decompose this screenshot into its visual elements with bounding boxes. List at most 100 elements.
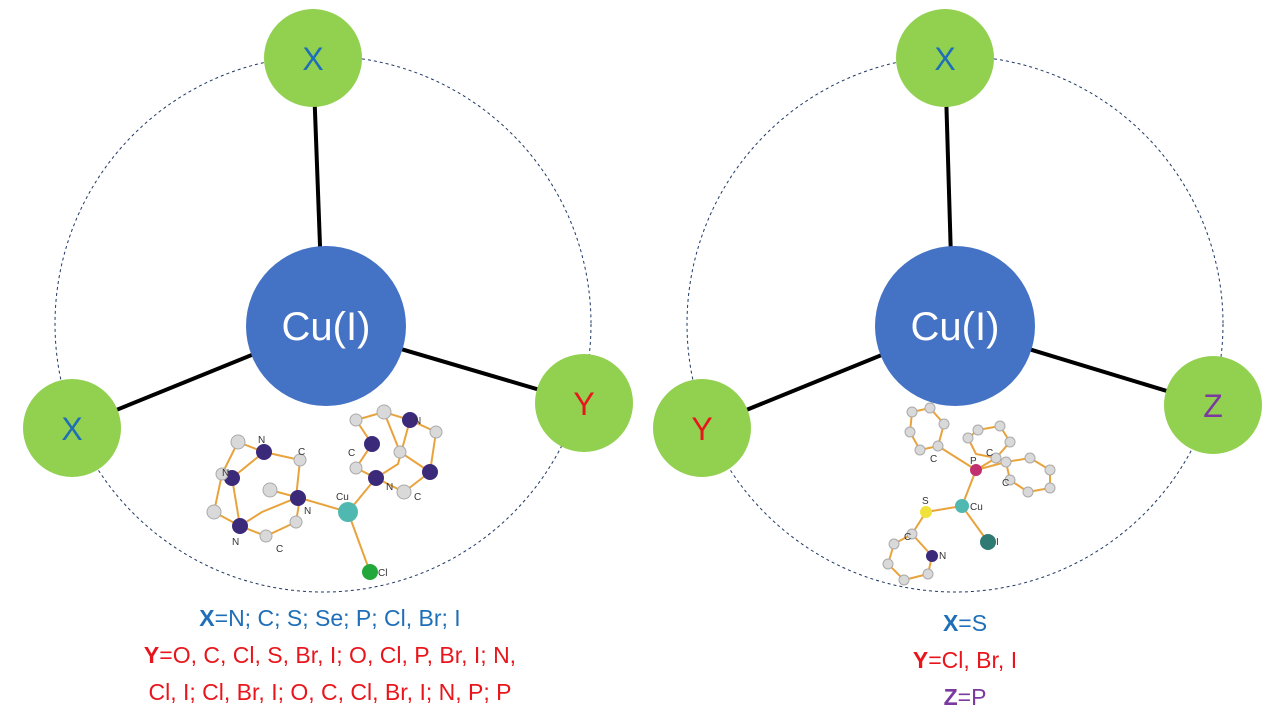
left-ligand-left [23,379,121,477]
right-atom-cu [955,499,969,513]
left-atom-c [293,453,307,467]
right-mol-label-c: C [904,532,911,543]
right-atom-c [906,528,918,540]
left-atom-c [262,482,278,498]
left-caption-x-key: X [199,605,215,631]
left-caption-y-key: Y [143,642,160,668]
left-atom-c [289,515,303,529]
right-center-atom [875,246,1035,406]
right-caption-y-value: =Cl, Br, I [928,647,1018,673]
right-atom-c [924,402,936,414]
left-caption-y-value-1: =O, C, Cl, S, Br, I; O, Cl, P, Br, I; N, [159,642,517,668]
right-caption-y-line: Y=Cl, Br, I [815,642,1115,679]
left-ligand-left-label: X [61,411,82,447]
right-mol-label-c: C [986,448,993,459]
left-atom-n [402,412,418,428]
right-atom-c [914,444,926,456]
right-mol-label-s: S [922,496,929,507]
left-atom-c [396,484,412,500]
right-atom-n [926,550,938,562]
left-atom-c [376,404,392,420]
right-mol-label-i: I [996,537,999,548]
left-atom-n [290,490,306,506]
right-mol-label-c: C [1002,478,1009,489]
right-atom-p [970,464,982,476]
left-atom-c [393,445,407,459]
right-atom-c [962,432,974,444]
left-center-atom [246,246,406,406]
right-atom-c [906,406,918,418]
left-atom-cu [338,502,358,522]
right-atom-c [1044,482,1056,494]
right-ligand-left [653,379,751,477]
right-ligand-right [1164,356,1262,454]
left-atom-c [349,461,363,475]
right-atom-c [898,574,910,586]
right-atom-c [972,424,984,436]
right-atom-c [1022,486,1034,498]
left-atom-cl [362,564,378,580]
right-caption-x-line: X=S [815,605,1115,642]
left-atom-n [422,464,438,480]
right-ligand-top [896,9,994,107]
right-caption-z-key: Z [943,684,958,710]
left-ligand-top [264,9,362,107]
left-coordination-diagram: Cu(I) X X Y [23,9,633,593]
left-atom-c [259,529,273,543]
right-ligand-right-label: Z [1203,388,1223,424]
right-atom-c [932,440,944,452]
right-atom-s [920,506,932,518]
left-mol-label-c: C [348,448,355,459]
left-atom-c [429,425,443,439]
right-center-label: Cu(I) [911,305,1000,349]
right-atom-c [1004,436,1016,448]
left-mol-label-c: C [298,447,305,458]
left-atom-n [232,518,248,534]
left-mol-label-n: N [414,416,421,427]
left-mol-label-n: N [222,468,229,479]
right-mol-label-n: N [939,551,946,562]
right-caption-z-value: =P [957,684,987,710]
left-mol-label-n: N [386,482,393,493]
left-atom-c [230,434,246,450]
right-mol-label-c: C [930,454,937,465]
left-center-label: Cu(I) [282,305,371,349]
right-atom-c [990,452,1002,464]
left-mol-label-cl: Cl [378,568,387,579]
left-caption: X=N; C; S; Se; P; Cl, Br; I Y=O, C, Cl, … [60,600,600,711]
left-caption-y-line1: Y=O, C, Cl, S, Br, I; O, Cl, P, Br, I; N… [60,637,600,674]
right-atom-c [1004,474,1016,486]
right-caption-x-key: X [942,610,959,636]
right-molecule-structure: P C C C S Cu I N C [882,402,1056,586]
right-atom-c [1024,452,1036,464]
left-ligand-right-label: Y [573,386,594,422]
left-mol-label-c: C [276,544,283,555]
left-ligand-top-label: X [302,41,323,77]
right-caption-z-line: Z=P [815,679,1115,716]
left-mol-label-n: N [304,506,311,517]
left-atom-n [364,436,380,452]
right-atom-i [980,534,996,550]
left-caption-y-line2: Cl, I; Cl, Br, I; O, C, Cl, Br, I; N, P;… [60,674,600,711]
right-atom-c [922,568,934,580]
left-caption-x-value: =N; C; S; Se; P; Cl, Br; I [214,605,461,631]
left-mol-label-cu: Cu [336,492,349,503]
right-ligand-top-label: X [934,41,955,77]
left-mol-label-n: N [232,537,239,548]
right-atom-c [994,420,1006,432]
left-atom-c [206,504,222,520]
right-caption-x-value: =S [958,610,988,636]
left-atom-n [256,444,272,460]
right-atom-c [882,558,894,570]
right-caption-y-key: Y [912,647,929,673]
left-atom-c [349,413,363,427]
right-mol-label-cu: Cu [970,502,983,513]
right-atom-c [1044,464,1056,476]
left-mol-label-c: C [414,492,421,503]
right-atom-c [888,538,900,550]
left-molecule-structure: N C N N N C Cu Cl N C N C [206,404,443,580]
right-atom-c [1000,456,1012,468]
right-atom-c [904,426,916,438]
left-ligand-right [535,354,633,452]
